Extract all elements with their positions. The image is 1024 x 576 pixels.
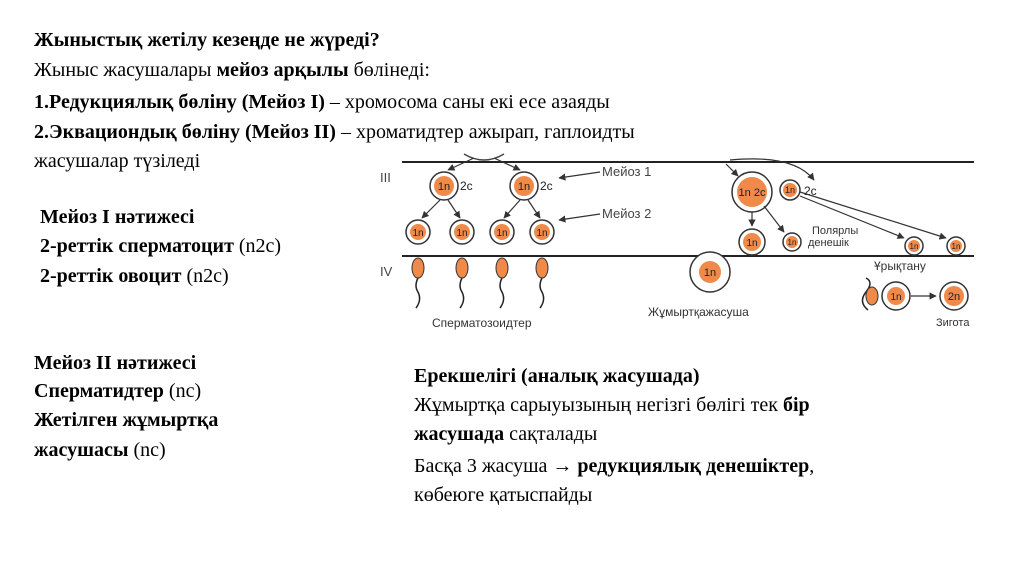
first-polar-body: 1n 2c (779, 179, 817, 201)
feature-line-4: көбеюге қатыспайды (414, 484, 593, 506)
intro-line-2: Жыныс жасушалары мейоз арқылы бөлінеді: (34, 59, 430, 81)
spermatid-2: 1n (449, 219, 475, 245)
egg-label: Жұмыртқажасуша (648, 305, 749, 319)
arrow (447, 199, 461, 219)
intro-line-3: 1.Редукциялық бөліну (Мейоз I) – хромосо… (34, 91, 610, 113)
sperm-cell-1 (411, 257, 425, 309)
spermatid-4: 1n (529, 219, 555, 245)
arrow (493, 157, 521, 171)
meiosis2-item-2: Жетілген жұмыртқа (34, 409, 219, 431)
sperm-cell-2 (455, 257, 469, 309)
egg-cell: 1n (689, 251, 731, 293)
meiosis-diagram: III IV Мейоз 1 Мейоз 2 1n 2c 1n 2c 1n 1n… (380, 153, 974, 330)
fertilized-egg: 1n (881, 281, 911, 311)
intro-line-5: жасушалар түзіледі (34, 150, 201, 172)
spermatocyte-right: 1n 2c (509, 171, 553, 201)
feature-title: Ерекшелігі (аналық жасушада) (414, 365, 700, 387)
svg-text:1n: 1n (952, 242, 961, 251)
arrow (503, 199, 521, 219)
svg-text:1n: 1n (536, 228, 547, 239)
sperm-cell-3 (495, 257, 509, 309)
meiosis2-item-1: Сперматидтер (nc) (34, 380, 202, 402)
secondary-oocyte: 1n 2c (731, 171, 773, 213)
stage-label-iv: IV (380, 264, 393, 279)
svg-text:2c: 2c (804, 184, 817, 198)
svg-text:2n: 2n (948, 291, 960, 303)
meiosis1-label: Мейоз 1 (602, 164, 651, 179)
svg-text:2c: 2c (460, 179, 473, 193)
zygote-label: Зигота (936, 317, 970, 329)
svg-text:2c: 2c (540, 179, 553, 193)
svg-text:1n 2c: 1n 2c (739, 187, 766, 199)
meiosis2-pointer (558, 213, 601, 223)
arrow (725, 163, 739, 177)
arrow (763, 205, 785, 233)
arrow (799, 191, 947, 240)
svg-text:1n: 1n (438, 181, 450, 193)
meiosis1-item-1: 2-реттік сперматоцит (n2c) (40, 235, 282, 257)
polar-body-division-1: 1n (904, 236, 924, 256)
second-polar-body: 1n (782, 232, 802, 252)
zygote: 2n (939, 281, 969, 311)
polar-body-label-2: денешік (808, 237, 849, 249)
sperm-label: Сперматозоидтер (432, 316, 532, 330)
intro-question: Жыныстық жетілу кезеңде не жүреді? (34, 29, 380, 51)
arrow (447, 157, 475, 171)
parent-cell-arc (463, 153, 505, 161)
stage-label-iii: III (380, 170, 391, 185)
svg-text:1n: 1n (456, 228, 467, 239)
spermatid-1: 1n (405, 219, 431, 245)
feature-line-3: Басқа 3 жасуша → редукциялық денешіктер, (414, 455, 815, 477)
ootid: 1n (738, 228, 766, 256)
svg-text:1n: 1n (518, 181, 530, 193)
spermatid-3: 1n (489, 219, 515, 245)
svg-text:1n: 1n (412, 228, 423, 239)
polar-body-label-1: Полярлы (812, 225, 858, 237)
polar-body-division-2: 1n (946, 236, 966, 256)
arrow (799, 195, 905, 239)
meiosis2-title: Мейоз II нәтижесі (34, 352, 197, 374)
svg-text:1n: 1n (788, 238, 797, 247)
svg-text:1n: 1n (785, 185, 795, 195)
svg-text:1n: 1n (890, 292, 901, 303)
feature-line-2: жасушада сақталады (414, 423, 598, 445)
arrow (729, 158, 815, 181)
svg-text:1n: 1n (910, 242, 919, 251)
svg-text:1n: 1n (746, 238, 757, 249)
sperm-cell-4 (535, 257, 549, 309)
feature-line-1: Жұмыртқа сарыуызының негізгі бөлігі тек … (414, 394, 810, 416)
meiosis1-title: Мейоз I нәтижесі (40, 206, 195, 228)
fertilizing-sperm (861, 277, 879, 311)
svg-text:1n: 1n (704, 267, 716, 279)
meiosis2-label: Мейоз 2 (602, 206, 651, 221)
meiosis2-item-2-cont: жасушасы (nc) (34, 439, 166, 461)
svg-text:1n: 1n (496, 228, 507, 239)
intro-line-4: 2.Эквациондық бөліну (Мейоз II) – хромат… (34, 121, 635, 143)
arrow (421, 199, 441, 219)
spermatocyte-left: 1n 2c (429, 171, 473, 201)
arrow (527, 199, 541, 219)
meiosis1-pointer (558, 171, 601, 181)
fertilization-label: Ұрықтану (874, 259, 926, 273)
meiosis1-item-2: 2-реттік овоцит (n2c) (40, 265, 229, 287)
